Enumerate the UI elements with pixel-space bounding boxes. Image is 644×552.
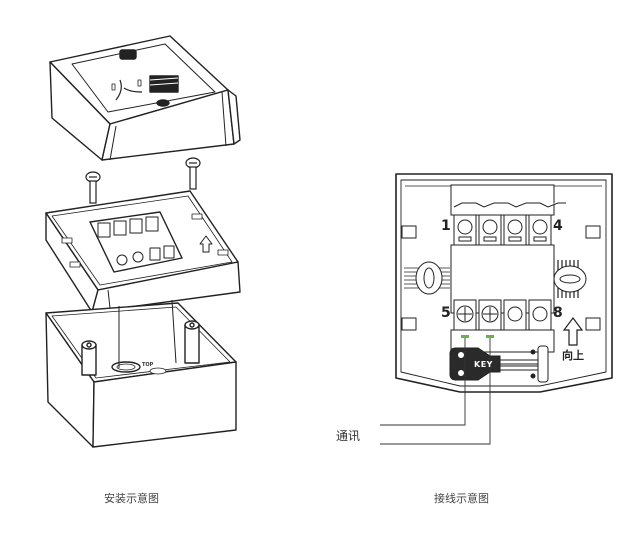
terminal-3 — [503, 214, 527, 246]
terminal-7 — [503, 299, 527, 331]
mounting-slots — [401, 225, 601, 331]
terminal-label-8: 8 — [553, 305, 563, 321]
terminal-8 — [528, 299, 552, 331]
up-direction-label: 向上 — [562, 349, 584, 362]
mounting-hole-right — [553, 260, 587, 298]
terminal-6 — [478, 299, 502, 331]
top-marking: TOP — [142, 362, 154, 368]
terminal-1 — [453, 214, 477, 246]
led-indicator-icon — [156, 99, 170, 107]
screw-icon — [85, 171, 101, 204]
device-cover — [49, 35, 241, 161]
terminals-bottom — [453, 299, 552, 338]
installation-caption: 安装示意图 — [104, 492, 159, 505]
terminal-label-5: 5 — [441, 305, 451, 321]
up-arrow-icon — [562, 317, 584, 346]
screw-post-icon — [184, 320, 200, 364]
terminal-5 — [453, 299, 477, 331]
terminal-label-4: 4 — [553, 218, 563, 234]
mounting-screws — [85, 157, 201, 204]
mounting-hole-left — [404, 261, 450, 295]
key-label: KEY — [474, 360, 493, 369]
wiring-caption: 接线示意图 — [434, 492, 489, 505]
comm-callout-lines — [380, 338, 491, 445]
terminal-2 — [478, 214, 502, 246]
speaker-grille-icon — [119, 49, 137, 60]
brand-logo-icon — [111, 75, 179, 101]
terminals-top — [453, 214, 552, 246]
screw-post-icon — [81, 340, 97, 376]
key-connector — [449, 345, 549, 383]
base-plate — [45, 190, 241, 313]
screw-icon — [185, 157, 201, 190]
terminal-4 — [528, 214, 552, 246]
terminal-label-1: 1 — [441, 218, 451, 234]
back-box — [45, 299, 237, 448]
communication-label: 通讯 — [336, 429, 361, 443]
